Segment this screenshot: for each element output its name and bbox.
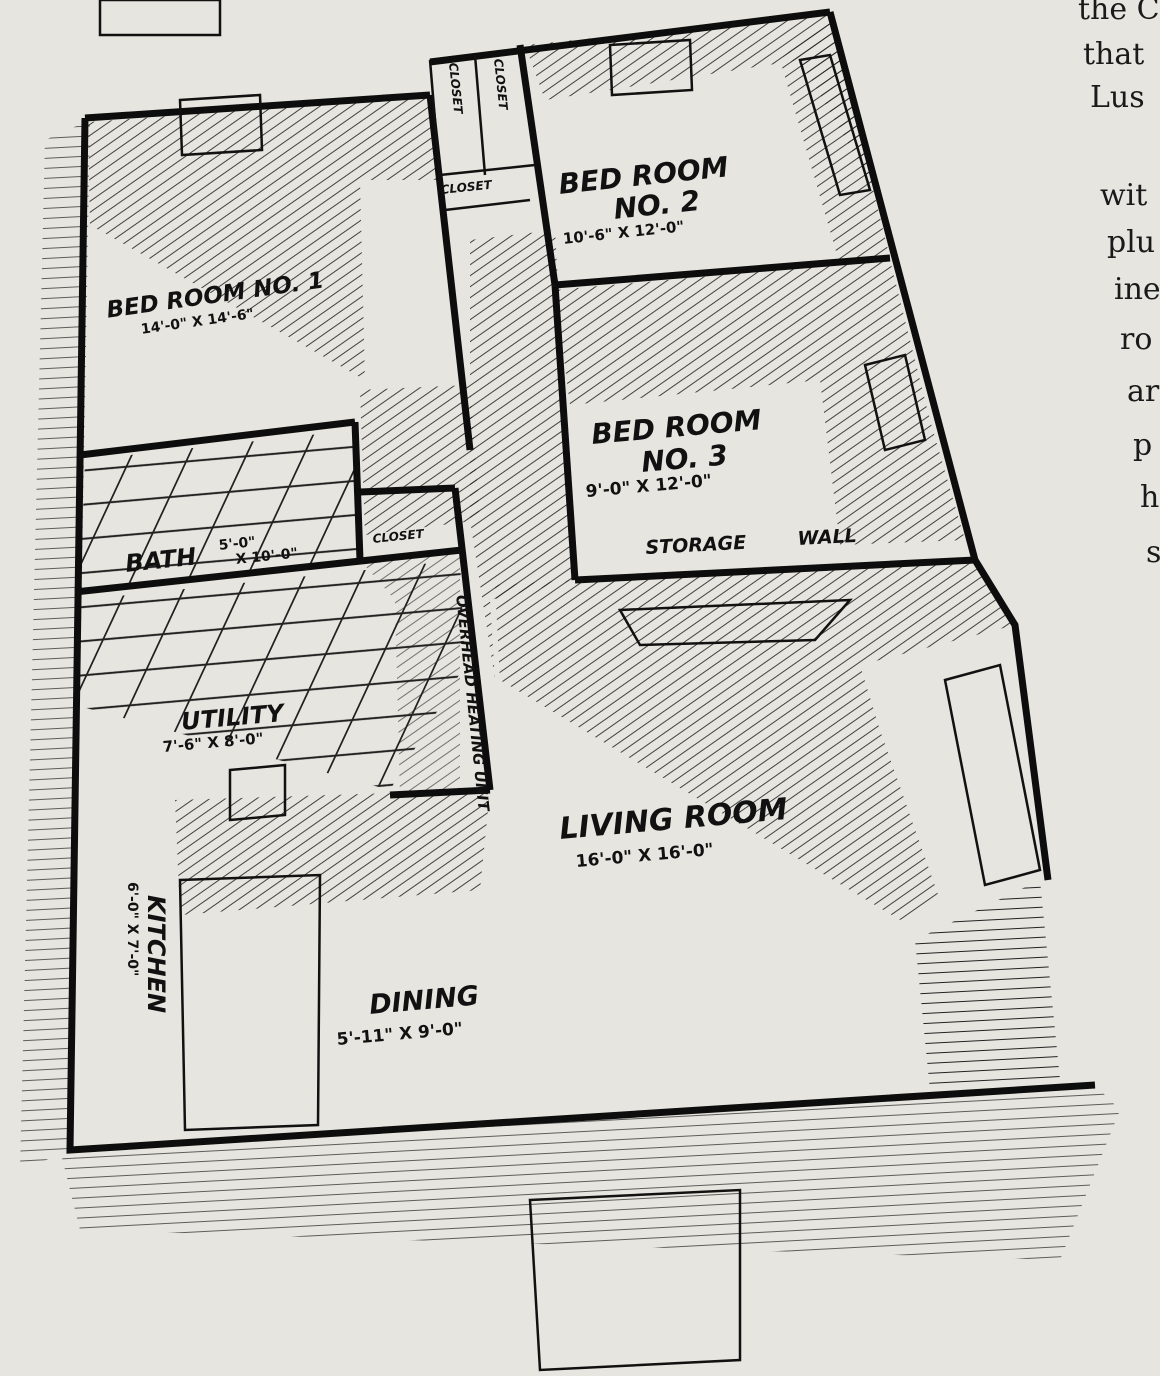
book-text-line: s (1146, 535, 1160, 570)
book-text-line: Lus (1090, 80, 1145, 115)
book-text-line: p (1133, 428, 1153, 463)
book-text-line: ar (1127, 374, 1160, 409)
walls (66, 8, 1096, 1154)
book-text-line: ine (1114, 272, 1160, 307)
book-text-line: wit (1100, 178, 1148, 213)
book-text-line: h (1140, 480, 1160, 515)
book-text-line: plu (1107, 225, 1156, 260)
book-text-line: ro (1120, 322, 1153, 357)
thin-lines (98, 0, 1042, 1372)
storage-wall-label-2: WALL (797, 524, 858, 550)
kitchen-size: 6'-0" X 7'-0" (124, 882, 140, 977)
book-text-line: that (1083, 37, 1145, 72)
book-text-line: the C (1078, 0, 1160, 27)
kitchen-label: KITCHEN (142, 895, 170, 1014)
hatched-surfaces (20, 14, 1120, 1260)
